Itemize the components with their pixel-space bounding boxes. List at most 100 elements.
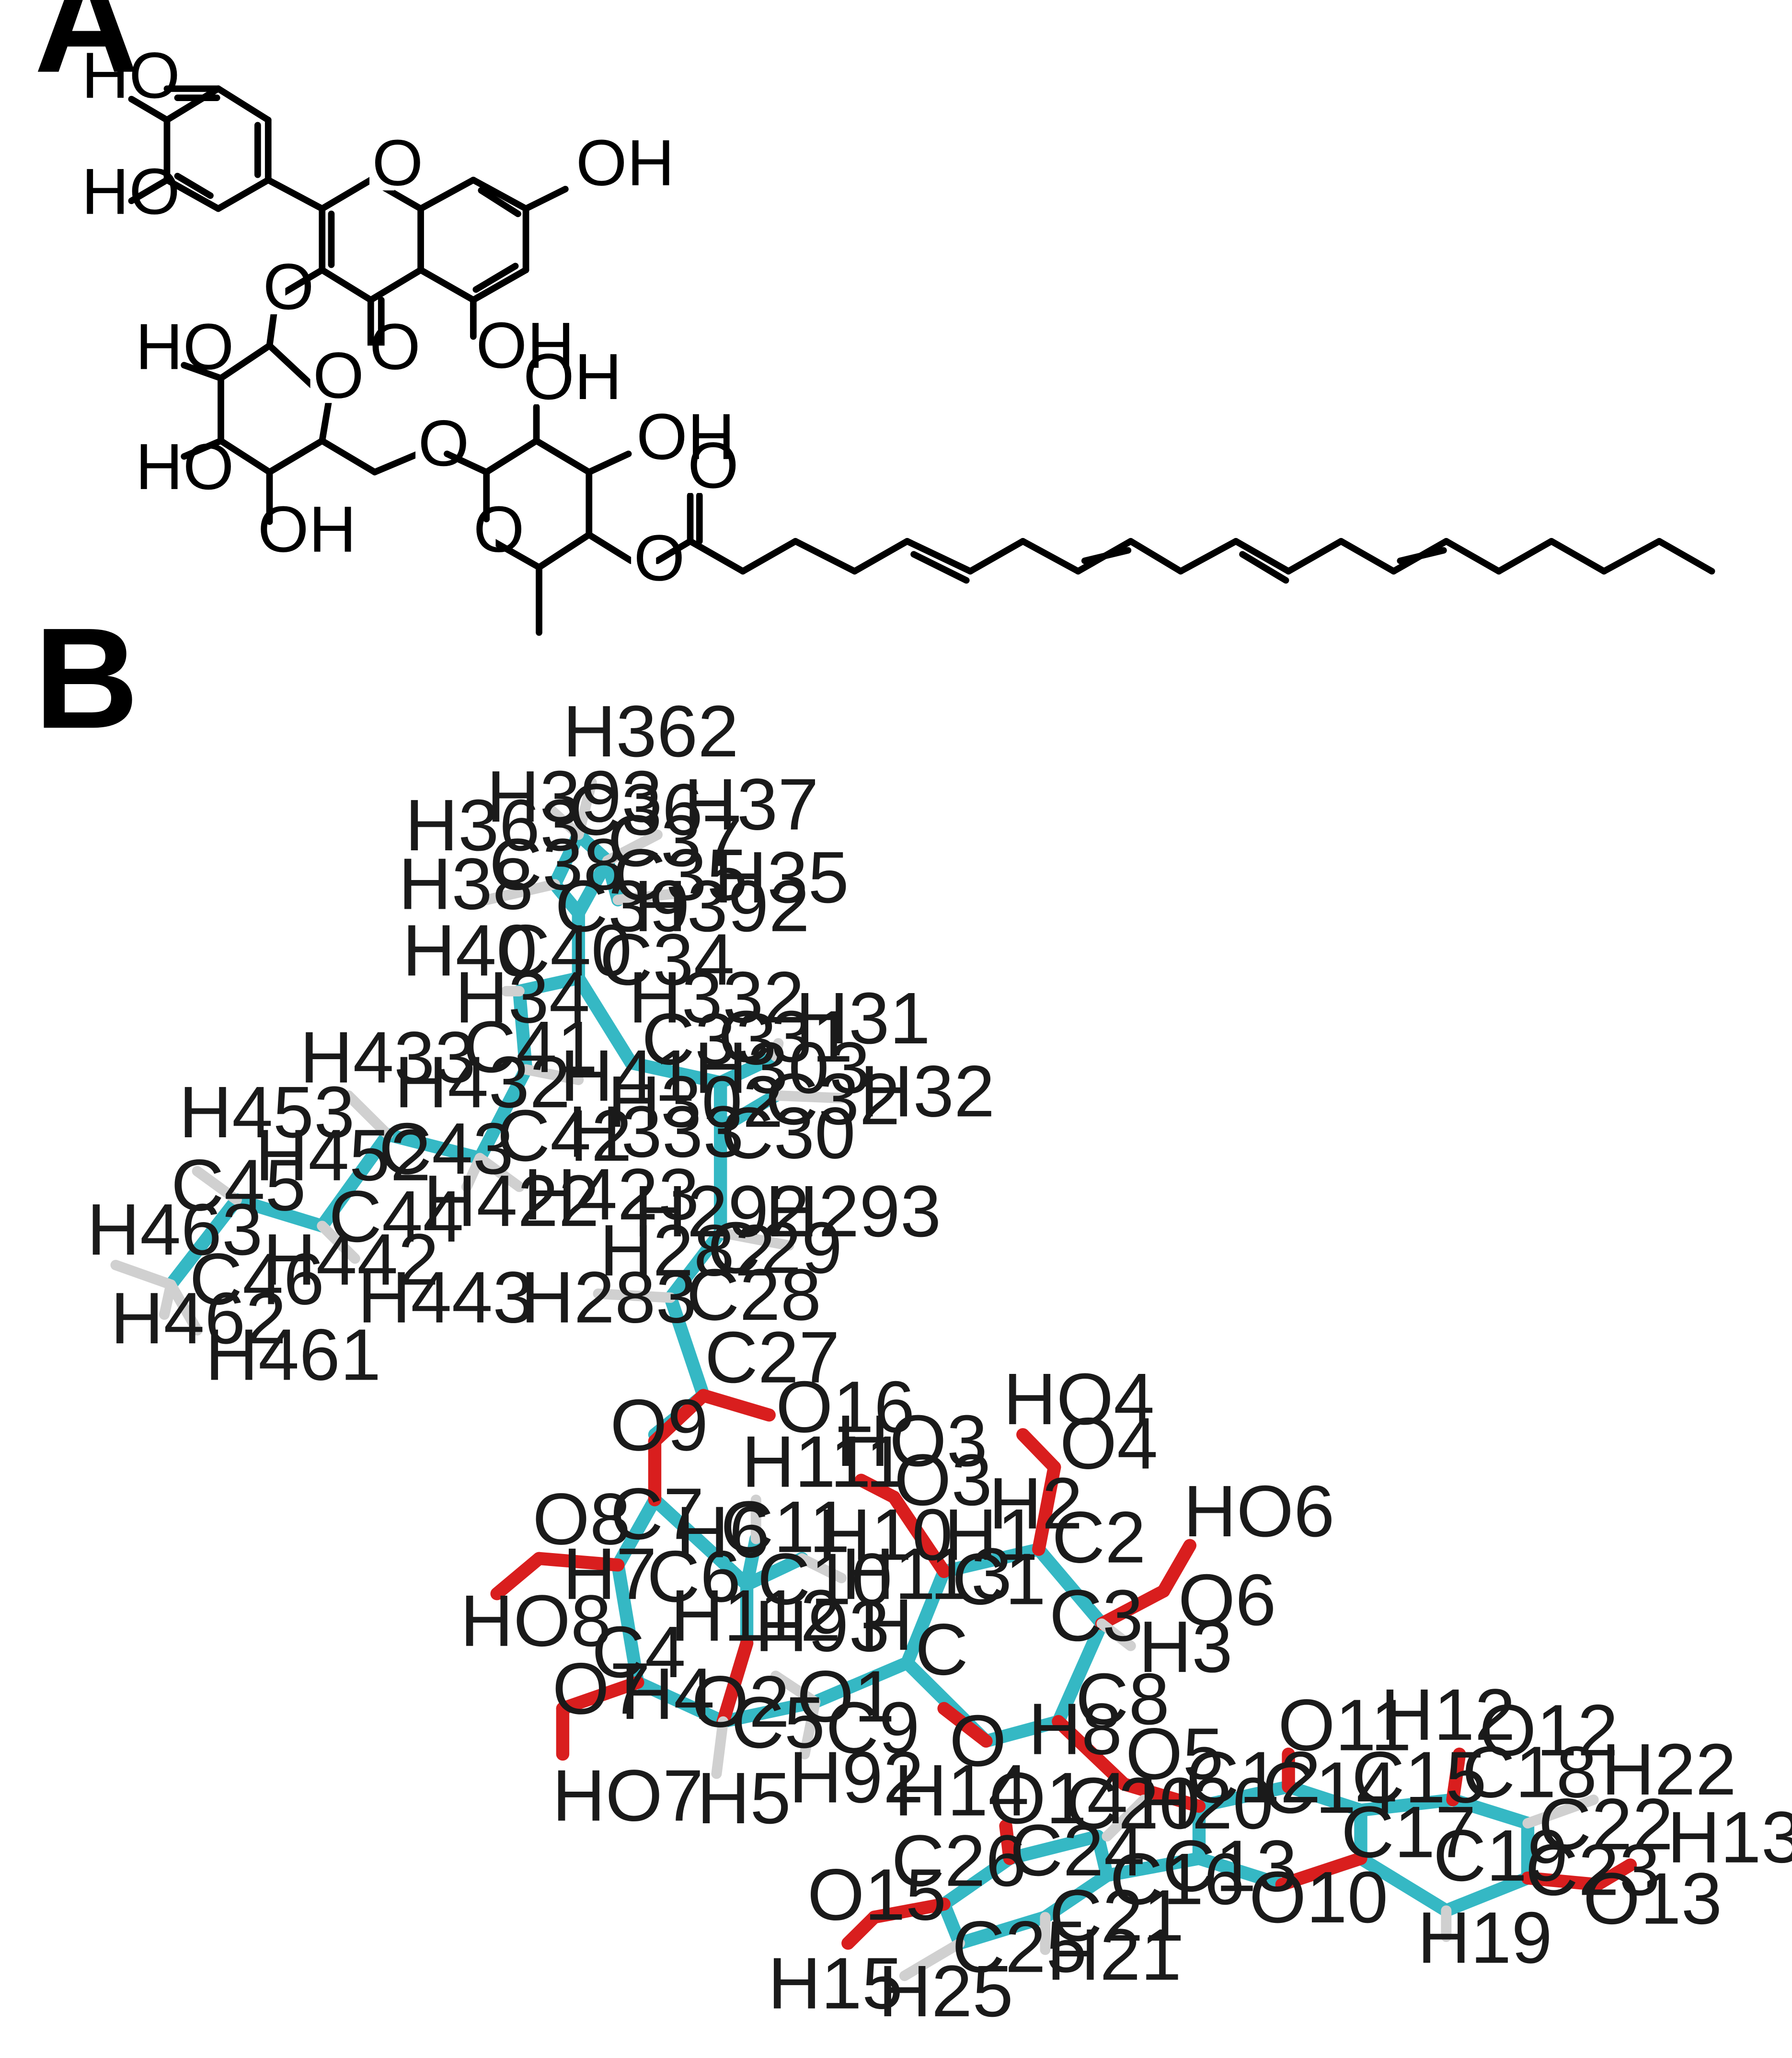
carbon-stick [572, 854, 614, 920]
atom-label-3d: O14 [988, 1758, 1127, 1839]
atom-label-2d: O [263, 250, 314, 323]
atom-label-3d: O2 [691, 1661, 790, 1742]
atom-label-3d: C45 [171, 1144, 306, 1226]
atom-label-3d: C13 [1162, 1825, 1298, 1907]
label-background [369, 161, 395, 191]
atom-label-3d: O4 [1060, 1403, 1158, 1484]
bond-2d [215, 176, 272, 212]
atom-label-3d: H393 [486, 756, 662, 837]
atom-label-3d: H452 [255, 1114, 431, 1196]
atom-label-2d: O [473, 492, 525, 565]
carbon-stick [1003, 1829, 1104, 1865]
atom-label-3d: C9 [826, 1687, 919, 1768]
label-background [415, 442, 441, 471]
carbon-stick [713, 1050, 782, 1089]
label-background [79, 74, 124, 103]
bond-2d [470, 176, 529, 212]
atom-label-3d: H363 [405, 785, 581, 866]
bond-2d [367, 266, 424, 303]
carbon-stick [713, 1089, 782, 1135]
carbon-stick [937, 1852, 1017, 1911]
atom-label-3d: C33 [642, 998, 777, 1080]
atom-label-3d: O1 [797, 1656, 895, 1737]
label-background [473, 344, 518, 373]
hydrogen-stick [770, 1670, 821, 1707]
atom-label-3d: O12 [1479, 1690, 1618, 1771]
atom-label-3d: H22 [1601, 1729, 1736, 1810]
atom-label-2d: HO [136, 310, 234, 383]
carbon-stick [513, 972, 586, 998]
label-background [631, 557, 656, 586]
label-background [685, 464, 710, 493]
atom-label-3d: H8 [1028, 1688, 1122, 1770]
atom-label-3d: O15 [807, 1854, 946, 1935]
atom-label-3d: H6 [676, 1491, 770, 1573]
atom-label-3d: H113 [841, 1533, 1012, 1614]
atom-label-2d: O [634, 521, 685, 594]
atom-label-3d: H461 [205, 1314, 381, 1395]
oxygen-stick [532, 1552, 625, 1572]
atom-label-3d: HO3 [836, 1400, 988, 1482]
oxygen-stick [1052, 1715, 1131, 1791]
carbon-stick [600, 854, 625, 907]
carbon-stick [1192, 1780, 1295, 1813]
hydrogen-stick [1102, 1795, 1149, 1842]
atom-label-2d: OH [576, 126, 675, 199]
bond-2d [181, 437, 224, 460]
atom-label-3d: HO7 [552, 1755, 703, 1836]
atom-label-3d: HO8 [460, 1580, 611, 1661]
bond-2d [904, 538, 974, 575]
atom-label-3d: C1 [952, 1538, 1046, 1620]
bond-2d [792, 538, 858, 575]
bond-2d [181, 362, 224, 382]
hydrogen-stick [461, 1153, 485, 1192]
atom-label-2d: O [688, 429, 739, 502]
label-background [367, 345, 392, 375]
atom-label-3d: H21 [1046, 1914, 1182, 1995]
atom-label-3d: H423 [523, 1154, 699, 1235]
atom-label-3d: C32 [765, 1058, 900, 1140]
bond-2d [1081, 547, 1132, 564]
hydrogen-stick [602, 829, 663, 866]
hydrogen-stick [770, 1038, 784, 1062]
atom-label-3d: H292 [634, 1170, 810, 1252]
atom-label-3d: O8 [532, 1478, 631, 1560]
bond-2d [586, 531, 634, 564]
atom-label-3d: H40 [402, 910, 538, 991]
atom-label-2d: HO [81, 155, 180, 228]
label-background [133, 345, 178, 375]
bond-2d [967, 538, 1026, 575]
oxygen-stick [887, 1490, 951, 1578]
atom-label-3d: H362 [563, 691, 738, 772]
carbon-stick [1052, 1617, 1109, 1728]
atom-label-3d: C12 [1186, 1737, 1321, 1818]
atom-label-3d: C37 [608, 800, 743, 881]
bond-2d [218, 342, 273, 382]
atom-label-3d: H333 [568, 1091, 744, 1172]
carbon-stick [953, 1910, 1052, 1950]
atom-label-3d: C7 [610, 1473, 704, 1555]
atom-label-3d: H35 [714, 836, 849, 918]
carbon-stick [1354, 1793, 1459, 1817]
atom-label-3d: C16 [1110, 1838, 1245, 1920]
carbon-stick [1282, 1780, 1367, 1817]
atom-label-3d: HO4 [1003, 1358, 1155, 1440]
atom-label-3d: H283 [521, 1257, 697, 1338]
bond-2d [128, 176, 171, 205]
atom-label-3d: H34 [455, 957, 590, 1038]
bond-2d [319, 266, 374, 303]
carbon-stick [937, 1898, 966, 1950]
hydrogen-stick [520, 1064, 584, 1086]
atom-label-3d: C27 [705, 1316, 840, 1398]
bond-2d [215, 85, 272, 124]
carbon-stick [979, 1715, 1065, 1748]
bond-2d [1656, 538, 1715, 575]
atom-label-3d: H25 [878, 1950, 1013, 2032]
atom-label-2d: HO [81, 39, 180, 112]
carbon-stick [1032, 1543, 1109, 1631]
atom-label-3d: O16 [776, 1366, 915, 1448]
carbon-stick [740, 1532, 763, 1591]
atom-label-2d: OH [476, 309, 574, 381]
atom-label-3d: H93 [755, 1585, 890, 1667]
oxygen-stick [999, 1819, 1017, 1865]
